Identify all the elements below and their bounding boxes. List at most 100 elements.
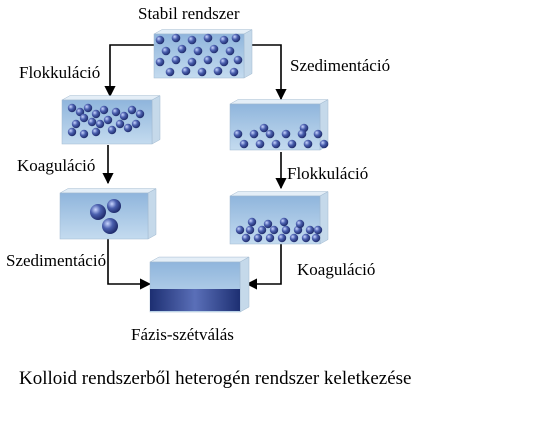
particle-icon — [91, 109, 101, 119]
particle-icon — [265, 129, 275, 139]
connector-arrows — [102, 44, 287, 290]
particle-icon — [225, 46, 235, 56]
diagram-caption: Kolloid rendszerből heterogén rendszer k… — [19, 368, 412, 389]
box-right-flokkulacio-top — [229, 191, 329, 197]
arrow-stabil-to-szedimentacio-right — [247, 44, 287, 101]
box-right-flokkulacio-side — [319, 191, 329, 245]
particle-icon — [279, 217, 289, 227]
particle-icon — [135, 109, 145, 119]
particle-icon — [301, 233, 311, 243]
particle-icon — [75, 107, 85, 117]
particle-icon — [111, 107, 121, 117]
particle-icon — [95, 119, 105, 129]
label-right-flokkulacio: Flokkuláció — [287, 164, 369, 183]
particle-icon — [311, 233, 321, 243]
particle-icon — [247, 217, 257, 227]
particle-icon — [119, 111, 129, 121]
box-right-szedimentacio — [229, 99, 329, 151]
particle-icon — [103, 115, 113, 125]
particle-icon — [233, 55, 243, 65]
particle-icon — [249, 129, 259, 139]
particle-icon — [229, 67, 239, 77]
particle-icon — [287, 139, 297, 149]
sediment-layer — [150, 289, 240, 311]
label-left-flokkulacio: Flokkuláció — [19, 63, 101, 82]
particle-icon — [233, 129, 243, 139]
box-fazis-szetvalas-top — [149, 256, 250, 263]
label-right-szedimentacio: Szedimentáció — [290, 56, 391, 75]
particle-icon — [115, 119, 125, 129]
particle-icon — [177, 44, 187, 54]
particle-icon — [289, 233, 299, 243]
box-left-koagulacio — [59, 188, 157, 240]
arrow-koagulacio-to-result-right — [245, 243, 282, 290]
particle-icon — [269, 225, 279, 235]
particle-icon — [171, 33, 181, 43]
particle-icon — [319, 139, 329, 149]
label-right-koagulacio: Koaguláció — [297, 260, 376, 279]
particle-icon — [127, 105, 137, 115]
particle-icon — [277, 233, 287, 243]
particle-icon — [197, 67, 207, 77]
particle-icon — [257, 225, 267, 235]
box-fazis-szetvalas — [149, 256, 250, 313]
particle-icon — [305, 225, 315, 235]
particle-icon — [263, 219, 273, 229]
particle-icon — [79, 113, 89, 123]
box-stabil-rendszer-top — [153, 29, 253, 35]
particle-icon — [87, 117, 97, 127]
label-left-szedimentacio: Szedimentáció — [6, 251, 107, 270]
box-left-koagulacio-top — [59, 188, 157, 194]
box-left-flokkulacio-top — [61, 95, 161, 101]
box-fazis-szetvalas-side — [239, 256, 250, 313]
particle-icon — [253, 233, 263, 243]
particle-icon — [67, 127, 77, 137]
particle-icon — [71, 119, 81, 129]
particle-icon — [259, 123, 269, 133]
particle-icon — [91, 127, 101, 137]
particle-icon — [219, 35, 229, 45]
box-stabil-rendszer — [153, 29, 253, 79]
particle-icon — [155, 57, 165, 67]
particle-icon — [102, 218, 118, 234]
particle-icon — [219, 57, 229, 67]
particle-icon — [107, 199, 121, 213]
particle-icon — [203, 33, 213, 43]
box-left-koagulacio-side — [147, 188, 157, 240]
particle-icon — [281, 129, 291, 139]
particle-icon — [213, 66, 223, 76]
particle-icon — [203, 55, 213, 65]
particle-icon — [245, 225, 255, 235]
particle-icon — [295, 219, 305, 229]
particle-icon — [187, 35, 197, 45]
particle-icon — [171, 55, 181, 65]
particle-icon — [83, 103, 93, 113]
particle-icon — [255, 139, 265, 149]
particle-icon — [231, 33, 241, 43]
particle-icon — [193, 46, 203, 56]
label-left-koagulacio: Koaguláció — [17, 156, 96, 175]
particle-icon — [271, 139, 281, 149]
particle-icon — [313, 225, 323, 235]
arrow-koagulacio-to-result-left — [107, 238, 152, 290]
particle-icon — [241, 233, 251, 243]
particle-icon — [239, 139, 249, 149]
particle-icon — [281, 225, 291, 235]
title-stabil-rendszer: Stabil rendszer — [138, 4, 240, 23]
label-fazis-szetvalas: Fázis-szétválás — [131, 325, 234, 344]
particle-icon — [187, 57, 197, 67]
particle-icon — [99, 105, 109, 115]
particle-icon — [181, 66, 191, 76]
particle-icon — [90, 204, 106, 220]
particle-icon — [303, 139, 313, 149]
particle-icon — [235, 225, 245, 235]
box-stabil-rendszer-side — [243, 29, 253, 79]
particle-icon — [313, 129, 323, 139]
particle-icon — [155, 35, 165, 45]
arrow-stabil-to-flokkulacio-left — [104, 44, 154, 98]
particle-icon — [161, 46, 171, 56]
particle-icon — [209, 44, 219, 54]
box-left-flokkulacio-side — [151, 95, 161, 145]
